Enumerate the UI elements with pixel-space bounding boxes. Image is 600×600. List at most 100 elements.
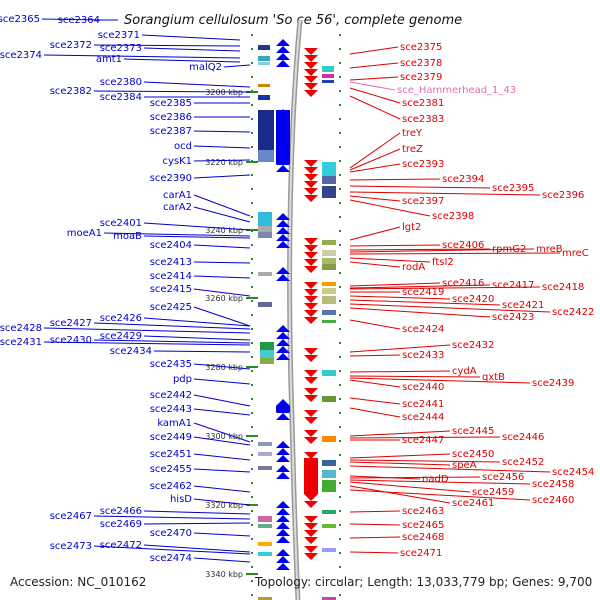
- gene-label-sce2441[interactable]: sce2441: [402, 399, 444, 410]
- gene-label-trez[interactable]: treZ: [402, 144, 423, 155]
- gene-label-sce2428[interactable]: sce2428: [0, 323, 42, 334]
- gene-label-sce2465[interactable]: sce2465: [402, 520, 444, 531]
- gene-label-spea[interactable]: speA: [452, 460, 477, 471]
- gene-label-sce2463[interactable]: sce2463: [402, 506, 444, 517]
- gene-label-mrec[interactable]: mreC: [562, 248, 589, 259]
- gene-label-nadd[interactable]: nadD: [422, 474, 449, 485]
- gene-label-sce2430[interactable]: sce2430: [50, 335, 92, 346]
- gene-label-sce2444[interactable]: sce2444: [402, 412, 444, 423]
- gene-label-sce2431[interactable]: sce2431: [0, 337, 42, 348]
- gene-label-lgt2[interactable]: lgt2: [402, 222, 421, 233]
- gene-label-sce2461[interactable]: sce2461: [452, 498, 494, 509]
- gene-label-sce2404[interactable]: sce2404: [150, 240, 192, 251]
- gene-label-sce2450[interactable]: sce2450: [452, 449, 494, 460]
- gene-label-sce2442[interactable]: sce2442: [150, 390, 192, 401]
- gene-label-sce2372[interactable]: sce2372: [50, 40, 92, 51]
- gene-label-sce2472[interactable]: sce2472: [100, 540, 142, 551]
- gene-label-sce2474[interactable]: sce2474: [150, 553, 192, 564]
- gene-label-sce2460[interactable]: sce2460: [532, 495, 574, 506]
- gene-label-sce2449[interactable]: sce2449: [150, 432, 192, 443]
- gene-label-sce2432[interactable]: sce2432: [452, 340, 494, 351]
- gene-label-sce2384[interactable]: sce2384: [100, 92, 142, 103]
- gene-label-sce2469[interactable]: sce2469: [100, 519, 142, 530]
- gene-label-trey[interactable]: treY: [402, 128, 423, 139]
- gene-label-ocd[interactable]: ocd: [174, 141, 192, 152]
- gene-label-sce2379[interactable]: sce2379: [400, 72, 442, 83]
- gene-label-sce2447[interactable]: sce2447: [402, 435, 444, 446]
- gene-label-sce2446[interactable]: sce2446: [502, 432, 544, 443]
- gene-label-sce2383[interactable]: sce2383: [402, 114, 444, 125]
- gene-label-sce2414[interactable]: sce2414: [150, 271, 192, 282]
- gene-label-sce2390[interactable]: sce2390: [150, 173, 192, 184]
- gene-label-sce2415[interactable]: sce2415: [150, 284, 192, 295]
- gene-label-sce2420[interactable]: sce2420: [452, 294, 494, 305]
- gene-label-sce2445[interactable]: sce2445: [452, 426, 494, 437]
- gene-label-sce2471[interactable]: sce2471: [400, 548, 442, 559]
- gene-label-sce2416[interactable]: sce2416: [442, 278, 484, 289]
- gene-label-sce2458[interactable]: sce2458: [532, 479, 574, 490]
- gene-label-sce2426[interactable]: sce2426: [100, 313, 142, 324]
- gene-label-sce2423[interactable]: sce2423: [492, 312, 534, 323]
- gene-label-sce2452[interactable]: sce2452: [502, 457, 544, 468]
- gene-label-sce2419[interactable]: sce2419: [402, 287, 444, 298]
- gene-label-sce2365[interactable]: sce2365: [0, 14, 40, 25]
- gene-label-moab[interactable]: moaB: [113, 231, 142, 242]
- gene-label-sce2401[interactable]: sce2401: [100, 218, 142, 229]
- gene-label-moea1[interactable]: moeA1: [67, 228, 102, 239]
- gene-label-amt1[interactable]: amt1: [96, 54, 122, 65]
- gene-label-sce2373[interactable]: sce2373: [100, 43, 142, 54]
- gene-label-sce2417[interactable]: sce2417: [492, 280, 534, 291]
- gene-label-sce2387[interactable]: sce2387: [150, 126, 192, 137]
- gene-label-rpmg2[interactable]: rpmG2: [492, 244, 526, 255]
- gene-label-sce-hammerhead-1-43[interactable]: sce_Hammerhead_1_43: [397, 85, 516, 96]
- gene-label-cyda[interactable]: cydA: [452, 366, 477, 377]
- gene-label-sce2395[interactable]: sce2395: [492, 183, 534, 194]
- gene-label-qxtb[interactable]: qxtB: [482, 372, 505, 383]
- gene-label-sce2394[interactable]: sce2394: [442, 174, 484, 185]
- gene-label-sce2454[interactable]: sce2454: [552, 467, 594, 478]
- gene-label-sce2378[interactable]: sce2378: [400, 58, 442, 69]
- gene-label-sce2451[interactable]: sce2451: [150, 449, 192, 460]
- gene-label-sce2473[interactable]: sce2473: [50, 541, 92, 552]
- gene-label-malq2[interactable]: malQ2: [189, 62, 222, 73]
- gene-label-sce2422[interactable]: sce2422: [552, 307, 594, 318]
- gene-label-sce2435[interactable]: sce2435: [150, 359, 192, 370]
- gene-label-sce2427[interactable]: sce2427: [50, 318, 92, 329]
- gene-label-sce2421[interactable]: sce2421: [502, 300, 544, 311]
- gene-label-cara1[interactable]: carA1: [163, 190, 192, 201]
- gene-label-sce2371[interactable]: sce2371: [98, 30, 140, 41]
- gene-label-sce2381[interactable]: sce2381: [402, 98, 444, 109]
- gene-label-sce2455[interactable]: sce2455: [150, 464, 192, 475]
- gene-label-roda[interactable]: rodA: [402, 262, 425, 273]
- gene-label-sce2443[interactable]: sce2443: [150, 404, 192, 415]
- gene-label-sce2456[interactable]: sce2456: [482, 472, 524, 483]
- gene-label-sce2439[interactable]: sce2439: [532, 378, 574, 389]
- gene-label-sce2396[interactable]: sce2396: [542, 190, 584, 201]
- gene-label-sce2418[interactable]: sce2418: [542, 282, 584, 293]
- gene-label-sce2429[interactable]: sce2429: [100, 331, 142, 342]
- title-left-label[interactable]: sce2364: [58, 15, 100, 26]
- gene-label-pdp[interactable]: pdp: [173, 374, 192, 385]
- gene-label-mreb[interactable]: mreB: [536, 244, 563, 255]
- gene-label-sce2386[interactable]: sce2386: [150, 112, 192, 123]
- gene-label-sce2433[interactable]: sce2433: [402, 350, 444, 361]
- gene-label-sce2393[interactable]: sce2393: [402, 159, 444, 170]
- gene-label-cysk1[interactable]: cysK1: [162, 156, 192, 167]
- gene-label-sce2468[interactable]: sce2468: [402, 532, 444, 543]
- gene-label-sce2467[interactable]: sce2467: [50, 511, 92, 522]
- gene-label-cara2[interactable]: carA2: [163, 202, 192, 213]
- gene-label-sce2398[interactable]: sce2398: [432, 211, 474, 222]
- gene-label-sce2385[interactable]: sce2385: [150, 98, 192, 109]
- gene-label-sce2382[interactable]: sce2382: [50, 86, 92, 97]
- gene-label-sce2406[interactable]: sce2406: [442, 240, 484, 251]
- gene-label-sce2466[interactable]: sce2466: [100, 506, 142, 517]
- gene-label-hisd[interactable]: hisD: [170, 494, 192, 505]
- gene-label-sce2375[interactable]: sce2375: [400, 42, 442, 53]
- gene-label-sce2413[interactable]: sce2413: [150, 257, 192, 268]
- gene-label-sce2380[interactable]: sce2380: [100, 77, 142, 88]
- gene-label-sce2462[interactable]: sce2462: [150, 481, 192, 492]
- gene-label-sce2424[interactable]: sce2424: [402, 324, 444, 335]
- gene-label-sce2459[interactable]: sce2459: [472, 487, 514, 498]
- gene-label-sce2440[interactable]: sce2440: [402, 382, 444, 393]
- gene-label-sce2397[interactable]: sce2397: [402, 196, 444, 207]
